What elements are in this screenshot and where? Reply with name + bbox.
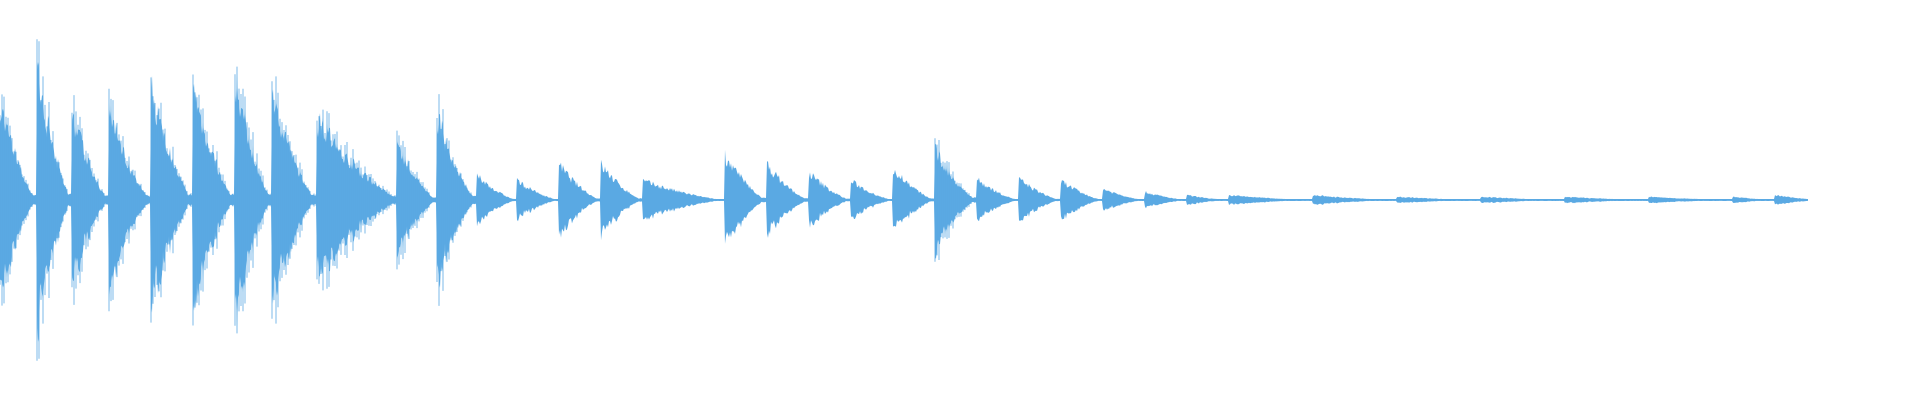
waveform-envelope — [0, 62, 1808, 342]
waveform-bars — [0, 39, 1808, 361]
